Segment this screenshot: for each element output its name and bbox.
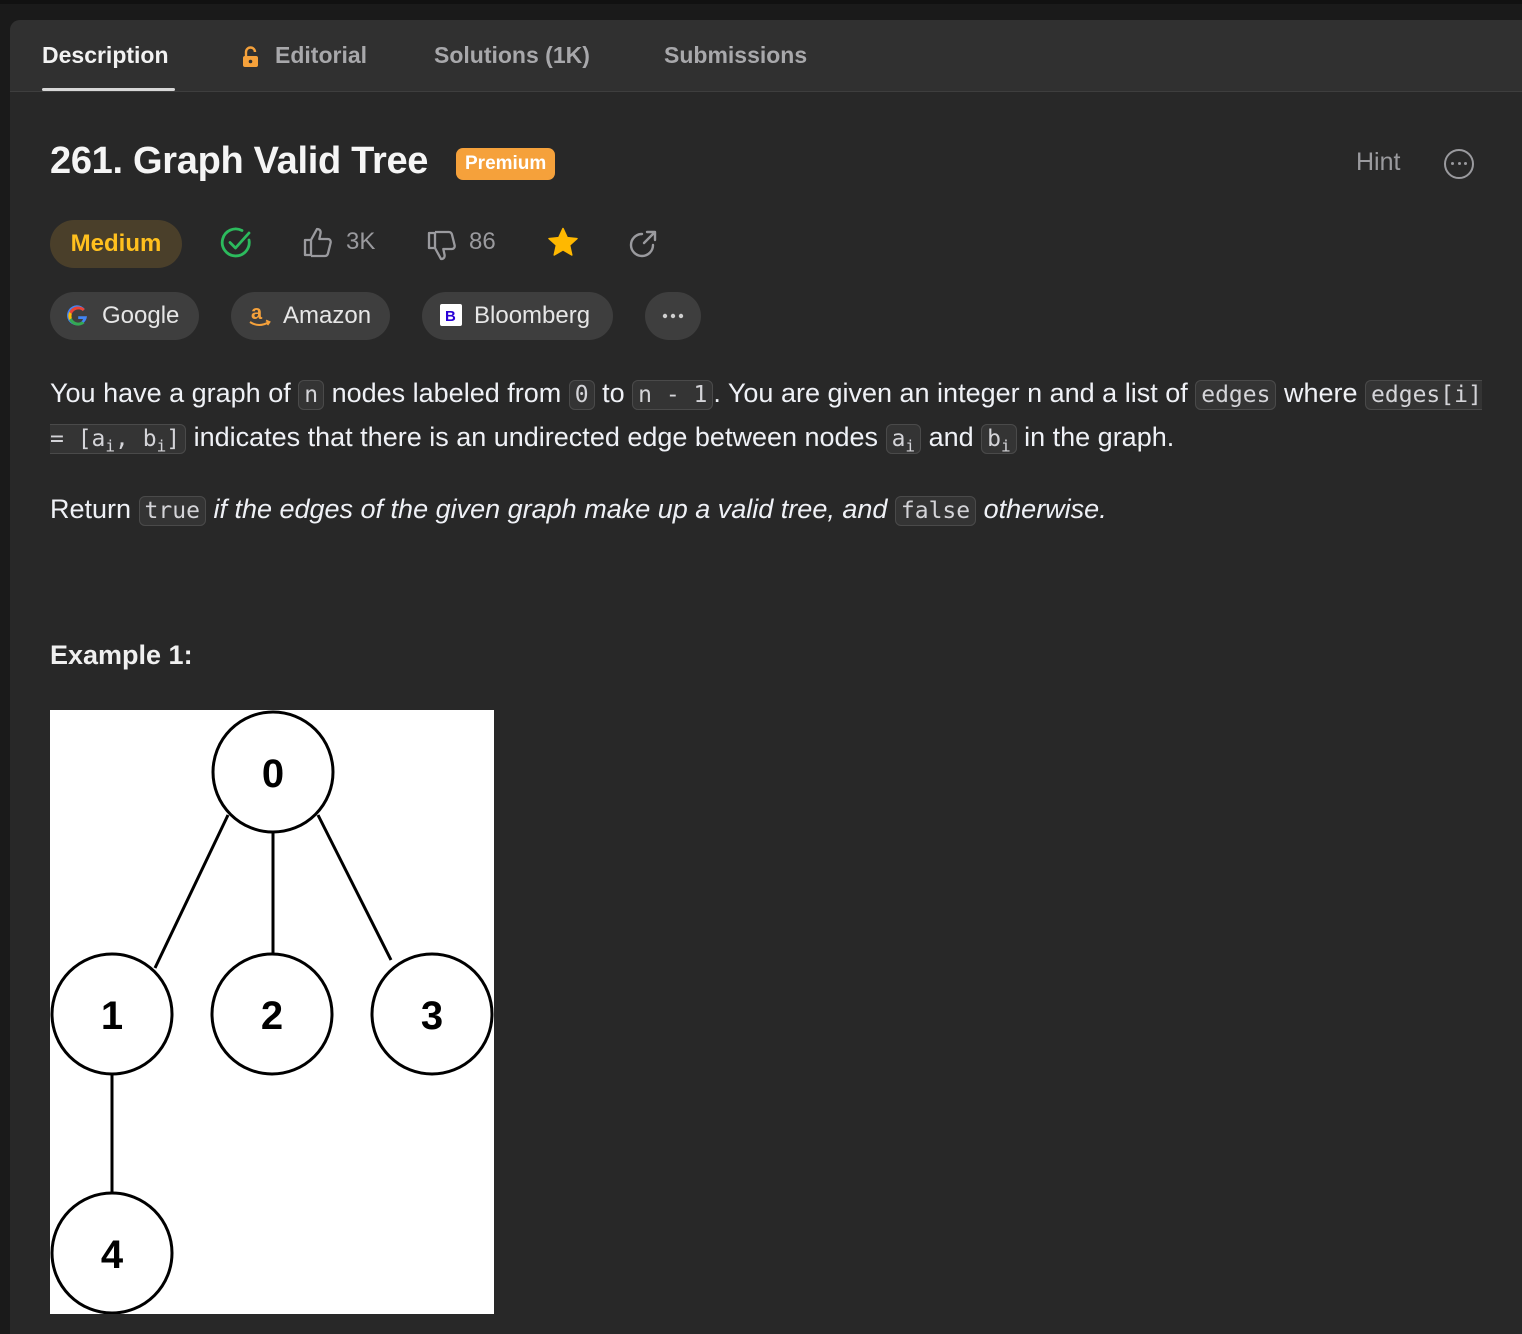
description-panel: Description Editorial Solutions (1K) Sub…	[10, 20, 1522, 1334]
example-graph-image: 0 1 2 3 4	[50, 710, 494, 1315]
inline-code: false	[894, 496, 977, 526]
node-1	[50, 952, 174, 1076]
svg-text:a: a	[251, 302, 263, 324]
company-name: Amazon	[283, 302, 372, 329]
node-0	[211, 710, 335, 834]
tab-solutions[interactable]: Solutions (1K)	[434, 42, 590, 68]
hint-button[interactable]: Hint	[1356, 148, 1401, 176]
edge-0-3	[316, 814, 393, 961]
thumbs-up-icon[interactable]	[302, 226, 334, 258]
example-title: Example 1:	[50, 640, 193, 670]
amazon-logo-icon: a	[249, 302, 271, 326]
company-name: Google	[102, 302, 180, 329]
inline-code: n - 1	[632, 380, 714, 410]
window-top-strip	[0, 0, 1522, 4]
tab-description[interactable]: Description	[42, 42, 169, 68]
google-logo-icon	[67, 305, 87, 326]
tab-bar: Description Editorial Solutions (1K) Sub…	[10, 20, 1522, 92]
inline-code: edges	[1195, 380, 1277, 410]
edge-0-1	[153, 814, 230, 969]
problem-title[interactable]: 261. Graph Valid Tree	[50, 140, 429, 182]
node-label: 0	[262, 752, 284, 796]
active-tab-indicator	[42, 88, 175, 91]
inline-code: ai	[885, 424, 922, 456]
company-tag-google[interactable]: Google	[50, 292, 199, 340]
tab-submissions[interactable]: Submissions	[664, 42, 808, 68]
more-companies-button[interactable]	[645, 292, 701, 340]
inline-code: true	[138, 496, 206, 526]
ellipsis-icon	[662, 313, 684, 319]
dislikes-count: 86	[469, 228, 496, 255]
premium-badge: Premium	[456, 148, 556, 180]
solved-check-icon	[220, 227, 251, 258]
svg-text:B: B	[445, 308, 456, 325]
company-name: Bloomberg	[474, 302, 591, 329]
inline-code: n	[298, 380, 325, 410]
inline-code: 0	[568, 380, 595, 410]
node-label: 1	[101, 994, 123, 1038]
graph-diagram: 0 1 2 3 4	[50, 710, 494, 1315]
node-label: 4	[101, 1233, 124, 1277]
node-label: 3	[421, 994, 443, 1038]
node-2	[210, 952, 334, 1076]
node-label: 2	[261, 994, 283, 1038]
thumbs-down-icon[interactable]	[426, 230, 458, 262]
inline-code: bi	[981, 424, 1017, 456]
difficulty-badge: Medium	[50, 220, 182, 268]
star-icon[interactable]	[546, 226, 580, 260]
likes-count: 3K	[346, 228, 376, 255]
tab-editorial[interactable]: Editorial	[275, 42, 368, 68]
return-paragraph: Return true if the edges of the given gr…	[50, 494, 1107, 526]
company-tag-bloomberg[interactable]: B Bloomberg	[422, 292, 613, 340]
company-tag-amazon[interactable]: a Amazon	[231, 292, 390, 340]
node-4	[50, 1191, 174, 1315]
more-options-icon[interactable]	[1444, 149, 1474, 179]
bloomberg-logo-icon: B	[440, 304, 462, 326]
unlock-icon	[243, 46, 258, 67]
node-3	[370, 952, 494, 1076]
share-icon[interactable]	[627, 228, 659, 260]
description-paragraph: You have a graph of n nodes labeled from…	[50, 378, 1482, 456]
